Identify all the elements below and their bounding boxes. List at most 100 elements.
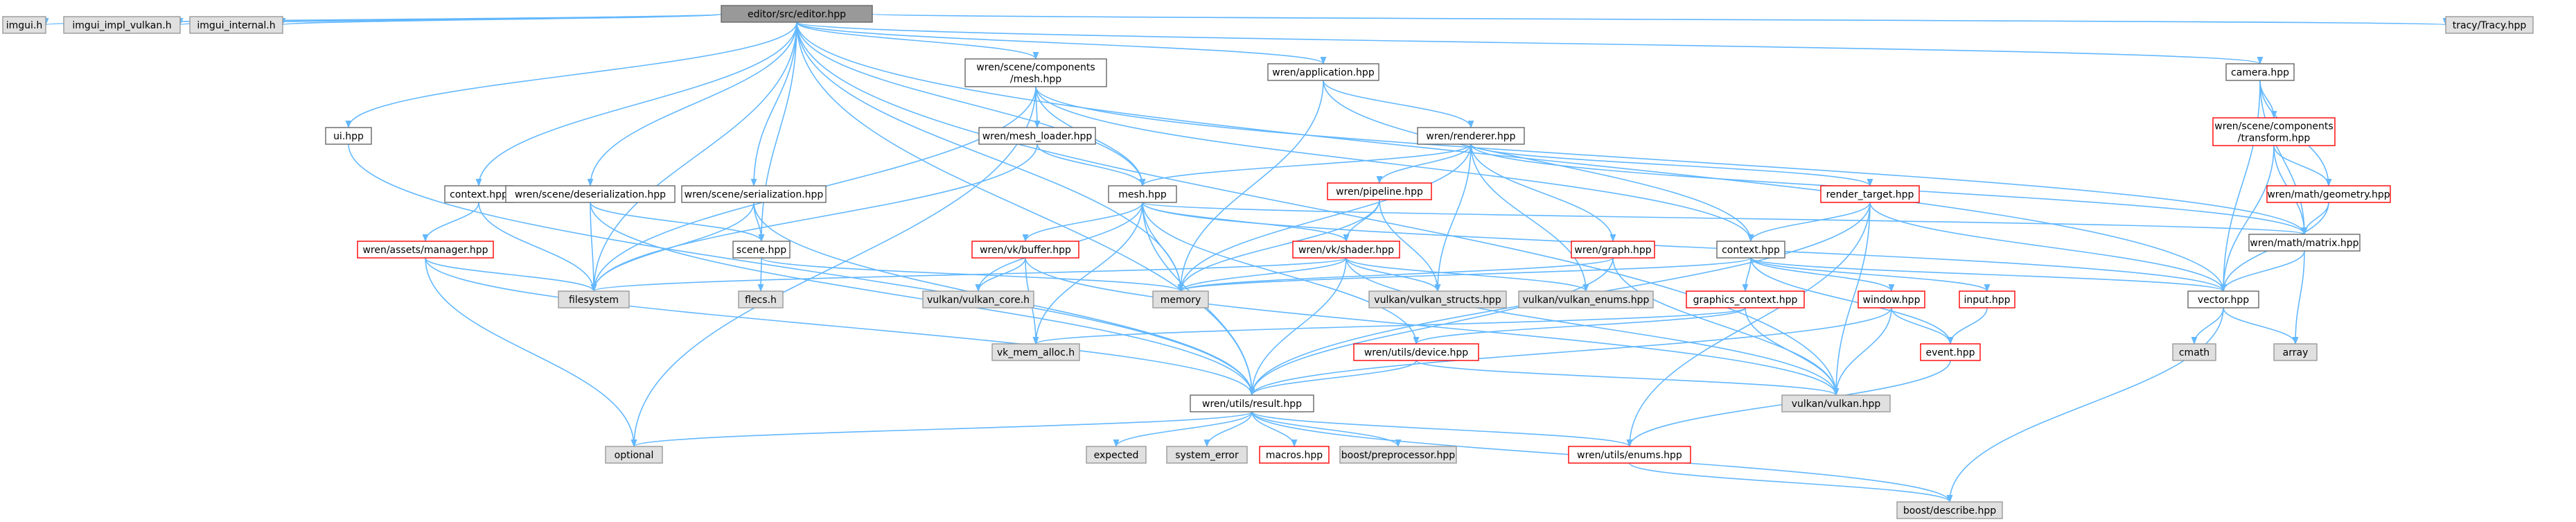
node-mesh[interactable]: mesh.hpp xyxy=(1108,185,1177,203)
node-vkcore-label: vulkan/vulkan_core.h xyxy=(927,295,1030,306)
edge-vector-to-describe xyxy=(1946,307,2224,503)
node-ui[interactable]: ui.hpp xyxy=(325,127,372,145)
node-scene-box xyxy=(732,241,791,259)
node-input[interactable]: input.hpp xyxy=(1959,290,2015,308)
node-mesh_loader[interactable]: wren/mesh_loader.hpp xyxy=(978,127,1096,145)
node-vkenums[interactable]: vulkan/vulkan_enums.hpp xyxy=(1518,290,1654,308)
node-scene[interactable]: scene.hpp xyxy=(732,241,791,259)
edge-assets-to-optional xyxy=(425,257,637,448)
node-enums[interactable]: wren/utils/enums.hpp xyxy=(1568,446,1691,464)
dependency-nodes: editor/src/editor.hpp imgui.h imgui_impl_v… xyxy=(2,5,2534,519)
edge-renderer-to-rtarget xyxy=(1470,143,1873,187)
node-cmath[interactable]: cmath xyxy=(2172,343,2216,361)
edge-editor-to-camera xyxy=(796,21,2263,65)
node-imgui_int[interactable]: imgui_internal.h xyxy=(189,16,283,34)
node-vma[interactable]: vk_mem_alloc.h xyxy=(991,343,1080,361)
node-shader[interactable]: wren/vk/shader.hpp xyxy=(1292,241,1400,259)
node-imgui-label: imgui.h xyxy=(6,20,43,31)
edge-pipeline-to-memory xyxy=(1177,199,1380,293)
node-expected-label: expected xyxy=(1094,450,1139,461)
node-pipeline[interactable]: wren/pipeline.hpp xyxy=(1327,182,1432,200)
node-matrix[interactable]: wren/math/matrix.hpp xyxy=(2248,234,2361,252)
edge-mesh_loader-to-mesh xyxy=(1036,143,1146,187)
node-vkenums-label: vulkan/vulkan_enums.hpp xyxy=(1523,295,1650,306)
node-ctx_e[interactable]: context.hpp xyxy=(444,185,513,203)
node-device[interactable]: wren/utils/device.hpp xyxy=(1353,343,1479,361)
node-graph-label: wren/graph.hpp xyxy=(1574,245,1651,256)
edge-shader-to-filesystem xyxy=(591,257,1347,293)
node-vkcore-box xyxy=(922,290,1034,308)
node-editor[interactable]: editor/src/editor.hpp xyxy=(721,5,873,23)
node-boostpp[interactable]: boost/preprocessor.hpp xyxy=(1339,446,1457,464)
node-event-label: event.hpp xyxy=(1926,347,1975,358)
node-vulkan[interactable]: vulkan/vulkan.hpp xyxy=(1781,394,1891,412)
node-comp_mesh[interactable]: wren/scene/components/mesh.hpp xyxy=(964,58,1107,87)
node-vkstructs[interactable]: vulkan/vulkan_structs.hpp xyxy=(1368,290,1507,308)
edge-result-to-expected xyxy=(1113,411,1253,448)
edge-result-to-syserr xyxy=(1203,411,1253,448)
node-renderer[interactable]: wren/renderer.hpp xyxy=(1417,127,1525,145)
edge-deser-to-result xyxy=(590,202,1255,397)
node-vector[interactable]: vector.hpp xyxy=(2187,290,2259,308)
node-optional[interactable]: optional xyxy=(605,446,663,464)
edge-editor-to-ui xyxy=(345,21,797,129)
edge-assets-to-filesystem xyxy=(425,257,597,293)
edge-transform-to-vector xyxy=(2220,145,2275,293)
node-syserr[interactable]: system_error xyxy=(1166,446,1248,464)
node-boostpp-box xyxy=(1339,446,1457,464)
edge-ctx_w-to-window xyxy=(1750,257,1895,293)
node-filesystem-label: filesystem xyxy=(569,295,619,306)
node-transform[interactable]: wren/scene/components/transform.hpp xyxy=(2212,117,2336,146)
node-geometry-box xyxy=(2266,185,2391,203)
node-array[interactable]: array xyxy=(2273,343,2318,361)
node-optional-label: optional xyxy=(615,450,654,461)
edge-result-to-enums xyxy=(1251,411,1633,448)
node-ctx_w[interactable]: context.hpp xyxy=(1716,241,1785,259)
node-event-box xyxy=(1920,343,1981,361)
node-scene-label: scene.hpp xyxy=(736,245,786,256)
node-describe[interactable]: boost/describe.hpp xyxy=(1896,501,2003,519)
node-cmath-label: cmath xyxy=(2179,347,2209,358)
node-imgui[interactable]: imgui.h xyxy=(2,16,46,34)
node-shader-label: wren/vk/shader.hpp xyxy=(1298,245,1394,256)
node-vkbuffer[interactable]: wren/vk/buffer.hpp xyxy=(971,241,1079,259)
node-tracy[interactable]: tracy/Tracy.hpp xyxy=(2445,16,2534,34)
node-rtarget-label: render_target.hpp xyxy=(1826,189,1914,200)
node-graph-box xyxy=(1571,241,1655,259)
node-ser[interactable]: wren/scene/serialization.hpp xyxy=(681,185,827,203)
node-imgui_vk-label: imgui_impl_vulkan.h xyxy=(72,20,171,31)
node-vkstructs-box xyxy=(1368,290,1507,308)
node-memory[interactable]: memory xyxy=(1152,290,1209,308)
node-ctx_w-box xyxy=(1716,241,1785,259)
node-event[interactable]: event.hpp xyxy=(1920,343,1981,361)
node-device-label: wren/utils/device.hpp xyxy=(1364,347,1468,358)
node-gfxctx[interactable]: graphics_context.hpp xyxy=(1686,290,1805,308)
node-camera[interactable]: camera.hpp xyxy=(2225,63,2295,81)
node-macros[interactable]: macros.hpp xyxy=(1259,446,1330,464)
node-window[interactable]: window.hpp xyxy=(1858,290,1925,308)
node-camera-label: camera.hpp xyxy=(2231,67,2289,78)
node-imgui_vk[interactable]: imgui_impl_vulkan.h xyxy=(63,16,181,34)
node-filesystem[interactable]: filesystem xyxy=(558,290,630,308)
edge-shader-to-result xyxy=(1249,257,1347,397)
node-gfxctx-label: graphics_context.hpp xyxy=(1693,295,1798,306)
node-deser[interactable]: wren/scene/deserialization.hpp xyxy=(505,185,676,203)
edge-gfxctx-to-vulkan xyxy=(1745,307,1840,397)
node-cmath-box xyxy=(2172,343,2216,361)
node-assets[interactable]: wren/assets/manager.hpp xyxy=(357,241,494,259)
edge-app-to-ctx_w xyxy=(1323,80,1754,243)
edge-comp_mesh-to-ctx_w xyxy=(1035,86,1754,243)
node-syserr-label: system_error xyxy=(1175,450,1239,461)
node-rtarget-box xyxy=(1820,185,1920,203)
node-expected[interactable]: expected xyxy=(1086,446,1147,464)
node-result[interactable]: wren/utils/result.hpp xyxy=(1190,394,1314,412)
edge-editor-to-filesystem xyxy=(590,21,797,293)
node-vkcore[interactable]: vulkan/vulkan_core.h xyxy=(922,290,1034,308)
node-flecs[interactable]: flecs.h xyxy=(738,290,784,308)
node-deser-box xyxy=(505,185,676,203)
node-geometry[interactable]: wren/math/geometry.hpp xyxy=(2266,185,2391,203)
node-app[interactable]: wren/application.hpp xyxy=(1267,63,1379,81)
node-app-label: wren/application.hpp xyxy=(1272,67,1375,78)
node-graph[interactable]: wren/graph.hpp xyxy=(1571,241,1655,259)
node-rtarget[interactable]: render_target.hpp xyxy=(1820,185,1920,203)
